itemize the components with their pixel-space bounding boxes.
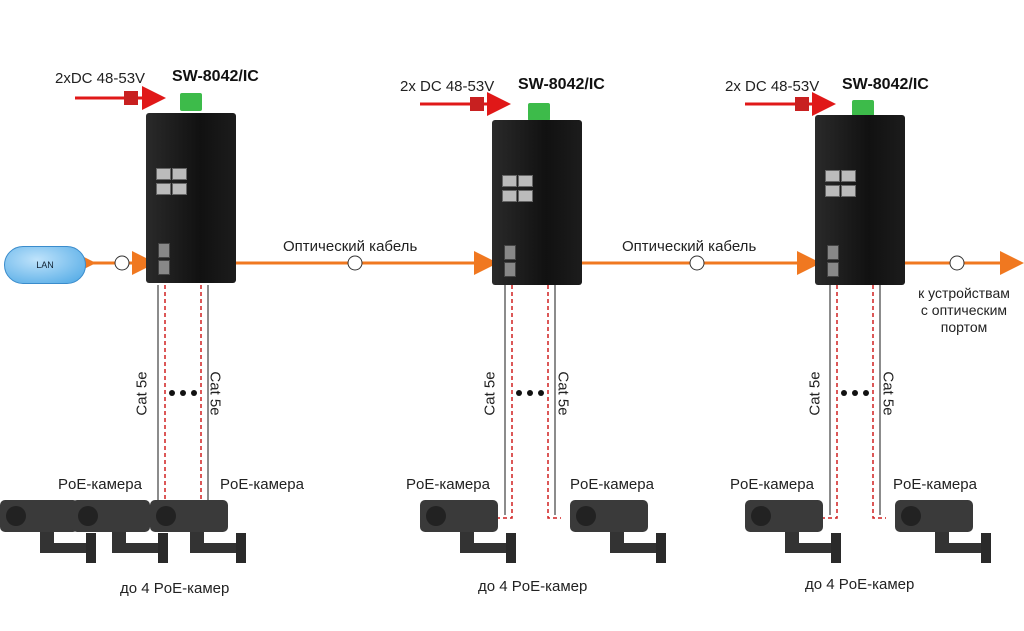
fiber-link-1 — [204, 251, 498, 275]
power-terminal — [180, 93, 202, 111]
cable-label: Cat 5e — [879, 371, 897, 416]
cable-label: Cat 5e — [481, 371, 499, 416]
power-terminal — [528, 103, 550, 121]
power-arrow — [420, 92, 511, 116]
cable-label: Cat 5e — [554, 371, 572, 416]
end-note: к устройствам с оптическим портом — [918, 285, 1010, 335]
switch-model: SW-8042/IC — [172, 68, 259, 85]
lan-cloud: LAN — [4, 246, 86, 284]
fiber-link-2 — [550, 251, 821, 275]
camera-icon — [745, 500, 841, 563]
switch-device — [146, 113, 236, 283]
camera-label: PoE-камера — [406, 476, 490, 493]
switch-model: SW-8042/IC — [842, 76, 929, 93]
power-label: 2x DC 48-53V — [725, 78, 820, 95]
fiber-link-lan — [72, 251, 156, 275]
lan-label: LAN — [36, 260, 54, 270]
camera-label: PoE-камера — [220, 476, 304, 493]
fiber-label: Оптический кабель — [283, 238, 418, 255]
camera-icon — [895, 500, 991, 563]
power-label: 2xDC 48-53V — [55, 70, 146, 87]
cable-label: Cat 5e — [806, 371, 824, 416]
group-label: до 4 PoE-камер — [120, 580, 230, 597]
power-label: 2x DC 48-53V — [400, 78, 495, 95]
camera-label: PoE-камера — [893, 476, 977, 493]
camera-icon — [570, 500, 666, 563]
group-label: до 4 PoE-камер — [478, 578, 588, 595]
cable-label: Cat 5e — [133, 371, 151, 416]
cable-label: Cat 5e — [206, 371, 224, 416]
switch-device — [492, 120, 582, 285]
camera-label: PoE-камера — [58, 476, 142, 493]
camera-icon — [420, 500, 516, 563]
power-arrow — [745, 92, 836, 116]
fiber-link-end — [872, 251, 1024, 275]
camera-icon — [0, 500, 96, 563]
switch-model: SW-8042/IC — [518, 76, 605, 93]
power-terminal — [852, 100, 874, 118]
fiber-label: Оптический кабель — [622, 238, 757, 255]
cameras — [0, 500, 991, 563]
switch-device — [815, 115, 905, 285]
camera-label: PoE-камера — [570, 476, 654, 493]
power-arrow — [75, 86, 166, 110]
group-label: до 4 PoE-камер — [805, 576, 915, 593]
camera-label: PoE-камера — [730, 476, 814, 493]
